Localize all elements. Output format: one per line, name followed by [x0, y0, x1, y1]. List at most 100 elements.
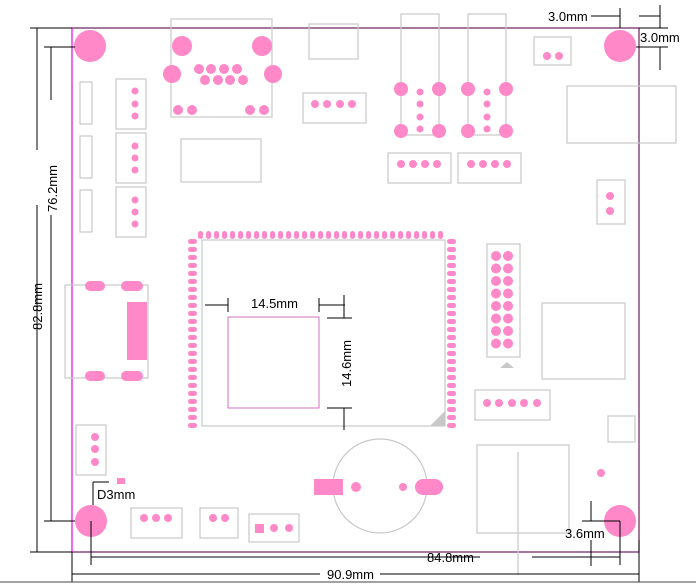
mcu-pin — [447, 303, 456, 308]
mcu-pin — [188, 295, 197, 300]
header-pin — [503, 338, 513, 349]
mcu-pin — [342, 231, 347, 239]
header-pin — [491, 263, 501, 274]
dim-bottom-hole-y: 3.6mm — [565, 526, 605, 541]
mcu-pin — [447, 375, 456, 380]
mcu-pin — [350, 231, 355, 239]
mcu-pin — [188, 383, 197, 388]
chip-footprint — [227, 316, 320, 409]
mcu-pin — [447, 239, 456, 244]
mcu-pin — [254, 231, 259, 239]
mcu-pin — [188, 327, 197, 332]
header-pin — [491, 301, 501, 311]
mcu-pin — [238, 231, 243, 239]
mcu-pin — [188, 351, 197, 356]
header-pin — [503, 263, 513, 274]
mcu-pin — [188, 407, 197, 412]
mcu-pin — [278, 231, 283, 239]
header-pin — [491, 276, 501, 286]
header-pin — [503, 301, 513, 311]
mcu-pin — [447, 343, 456, 348]
header-pin — [503, 288, 513, 299]
dim-top-hole-x: 3.0mm — [548, 9, 588, 24]
header-pin — [503, 251, 513, 261]
mcu-pin — [188, 255, 197, 260]
mcu-pin — [206, 231, 211, 239]
mcu-pin — [310, 231, 315, 239]
mcu-pin — [246, 231, 251, 239]
mcu-pin — [270, 231, 275, 239]
mcu-pin — [390, 231, 395, 239]
header-pin — [491, 288, 501, 299]
mounting-hole-tr — [604, 30, 636, 62]
header-pin — [491, 338, 501, 349]
dim-hole-diameter: D3mm — [97, 487, 135, 502]
mcu-pin — [447, 327, 456, 332]
mcu-pin — [447, 367, 456, 372]
mcu-pin — [262, 231, 267, 239]
mcu-pin — [447, 351, 456, 356]
mcu-pin — [447, 391, 456, 396]
header-pin — [503, 313, 513, 324]
dimension-lines — [0, 5, 696, 583]
mcu-pin — [447, 407, 456, 412]
mcu-pin — [447, 255, 456, 260]
mcu-pin — [286, 231, 291, 239]
mcu-pin — [334, 231, 339, 239]
mcu-pin — [294, 231, 299, 239]
mcu-pin — [214, 231, 219, 239]
header-pin — [491, 313, 501, 324]
mounting-hole-tl — [74, 30, 106, 62]
dim-board-width: 90.9mm — [327, 567, 374, 582]
mcu-pin — [188, 303, 197, 308]
mcu-pin — [188, 343, 197, 348]
mcu-pin — [188, 399, 197, 404]
mcu-pin — [188, 271, 197, 276]
mcu-pin — [447, 423, 456, 428]
mcu-pin — [406, 231, 411, 239]
mcu-pin — [447, 295, 456, 300]
mcu-pin — [422, 231, 427, 239]
mcu-pin — [398, 231, 403, 239]
dim-hole-span-height: 76.2mm — [45, 165, 60, 212]
mcu-pin — [447, 287, 456, 292]
mcu-pin — [447, 279, 456, 284]
mcu-pin — [447, 263, 456, 268]
header-pin — [503, 276, 513, 286]
dim-top-hole-y: 3.0mm — [640, 30, 680, 45]
mcu-pin — [447, 383, 456, 388]
mcu-pin — [447, 319, 456, 324]
dimension-labels: 3.0mm 3.0mm 82.8mm 76.2mm 14.5mm 14.6mm … — [30, 9, 680, 582]
mcu-pin — [188, 423, 197, 428]
mcu-pin — [382, 231, 387, 239]
header-pin — [491, 326, 501, 336]
mcu-pin — [188, 335, 197, 340]
mcu-pin — [302, 231, 307, 239]
mcu-pin — [447, 415, 456, 420]
mcu-pin — [188, 375, 197, 380]
mcu-pin — [358, 231, 363, 239]
mcu-pin — [188, 359, 197, 364]
dim-chip-width: 14.5mm — [251, 296, 298, 311]
mcu-pin — [188, 391, 197, 396]
mcu-pin — [447, 247, 456, 252]
mcu-pin — [188, 319, 197, 324]
mcu-pin — [222, 231, 227, 239]
mcu-pin — [430, 231, 435, 239]
mcu-pin — [188, 287, 197, 292]
mcu-pin — [447, 359, 456, 364]
dim-hole-span-width: 84.8mm — [427, 550, 474, 565]
dim-chip-height: 14.6mm — [339, 340, 354, 387]
mcu-pin — [326, 231, 331, 239]
mcu-pin — [188, 247, 197, 252]
mcu-pin — [438, 231, 443, 239]
mcu-pin — [447, 399, 456, 404]
header-pin — [503, 326, 513, 336]
mcu-pin — [318, 231, 323, 239]
mcu-pin — [230, 231, 235, 239]
mcu-pin — [188, 311, 197, 316]
mcu-pin — [366, 231, 371, 239]
mcu-pin — [447, 335, 456, 340]
mcu-pin — [198, 231, 203, 239]
dim-board-height: 82.8mm — [30, 283, 45, 330]
